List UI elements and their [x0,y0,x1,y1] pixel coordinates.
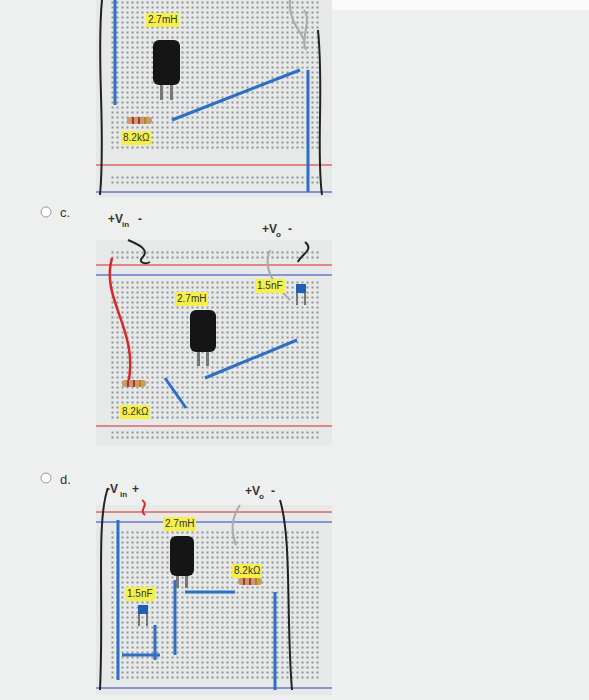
breadboard [96,0,332,197]
component-value: 1.5nF [127,588,153,599]
signal-subscript: o [276,230,281,239]
component-value: 8.2kΩ [234,565,260,576]
component-tag: 1.5nF [255,279,285,293]
signal-subscript: in [120,490,127,499]
component-value: 2.7mH [148,14,177,25]
component-value: 1.5nF [257,280,283,291]
component-value: 8.2kΩ [123,132,149,143]
component-tag: 2.7mH [146,13,179,27]
signal-name: + [132,482,139,496]
component-tag: 1.5nF [125,587,155,601]
component-tag: 2.7mH [163,517,196,531]
page-strip [330,0,589,10]
option-letter: d. [60,472,71,487]
signal-name: +V [262,222,277,236]
signal-name: -V [106,482,118,496]
component-value: 2.7mH [177,293,206,304]
option-letter: c. [60,205,70,220]
signal-name: - [288,222,292,236]
component-value: 2.7mH [165,518,194,529]
signal-name: - [138,212,142,226]
breadboard [96,488,332,695]
signal-name: - [271,484,275,498]
signal-name: +V [245,484,260,498]
radio-button [41,473,51,483]
component-tag: 8.2kΩ [121,131,151,145]
signal-name: +V [108,212,123,226]
component-value: 8.2kΩ [122,406,148,417]
component-tag: 8.2kΩ [120,405,150,419]
component-tag: 2.7mH [175,292,208,306]
signal-subscript: in [122,220,129,229]
radio-button [41,207,51,217]
component-tag: 8.2kΩ [232,564,262,578]
signal-subscript: o [259,492,264,501]
breadboard [96,240,332,445]
